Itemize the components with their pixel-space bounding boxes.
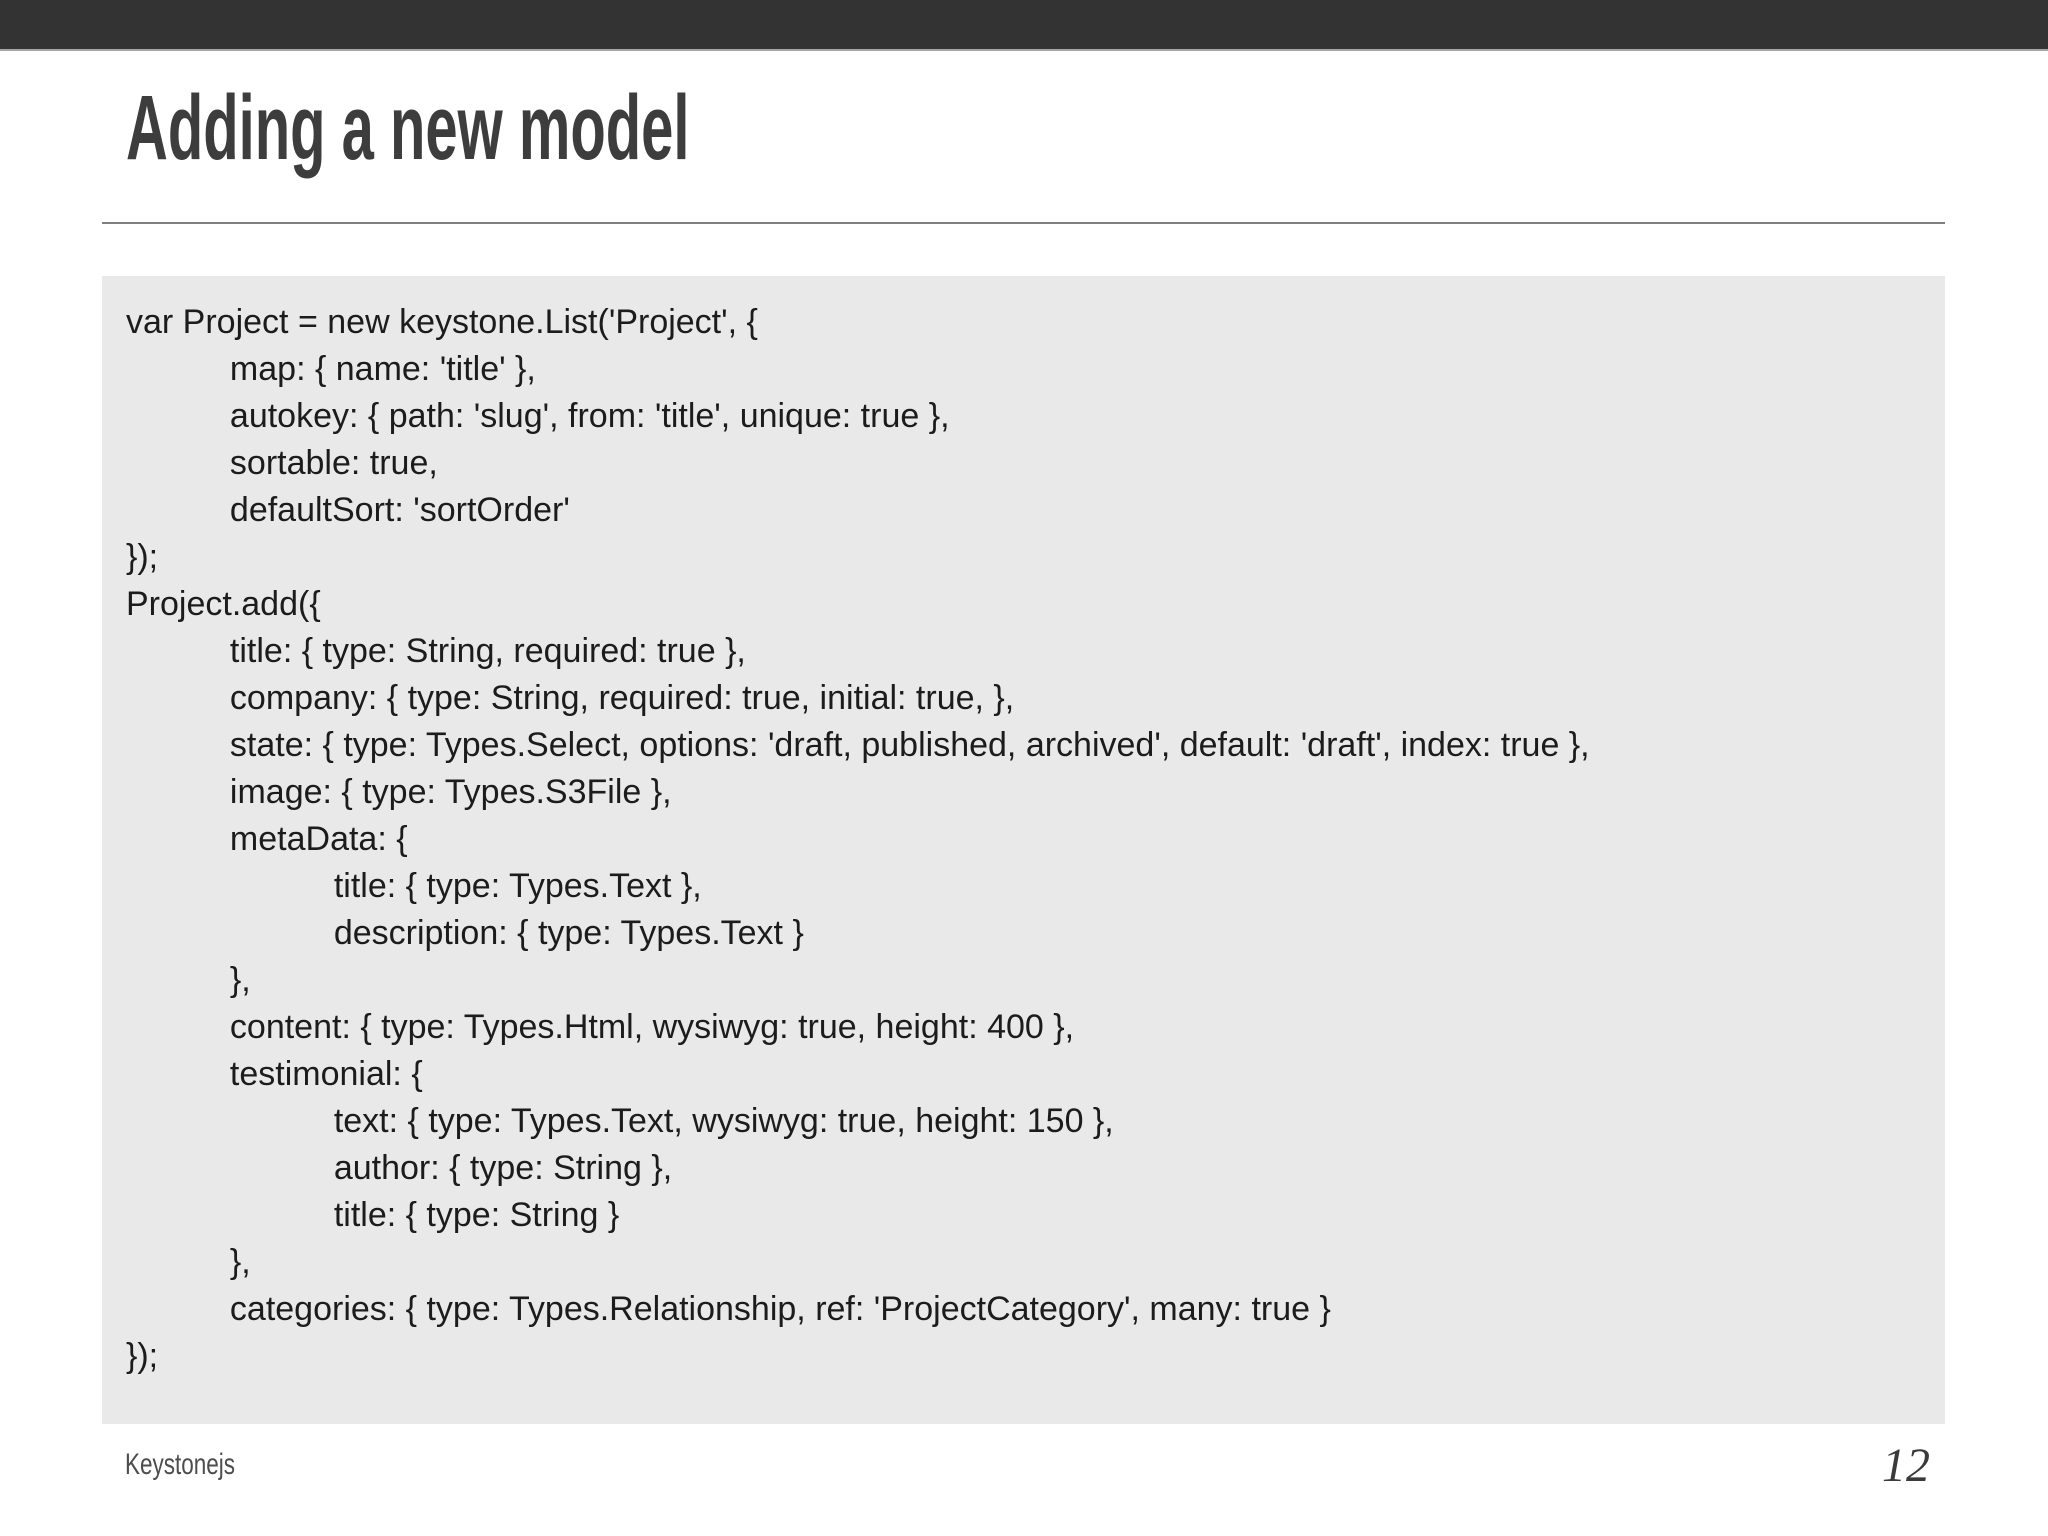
footer-brand: Keystonejs [125,1448,236,1481]
top-accent-bar [0,0,2048,51]
page-title: Adding a new model [126,77,690,179]
title-divider [102,222,1945,224]
page-number: 12 [1882,1439,1930,1492]
code-block: var Project = new keystone.List('Project… [102,276,1945,1424]
